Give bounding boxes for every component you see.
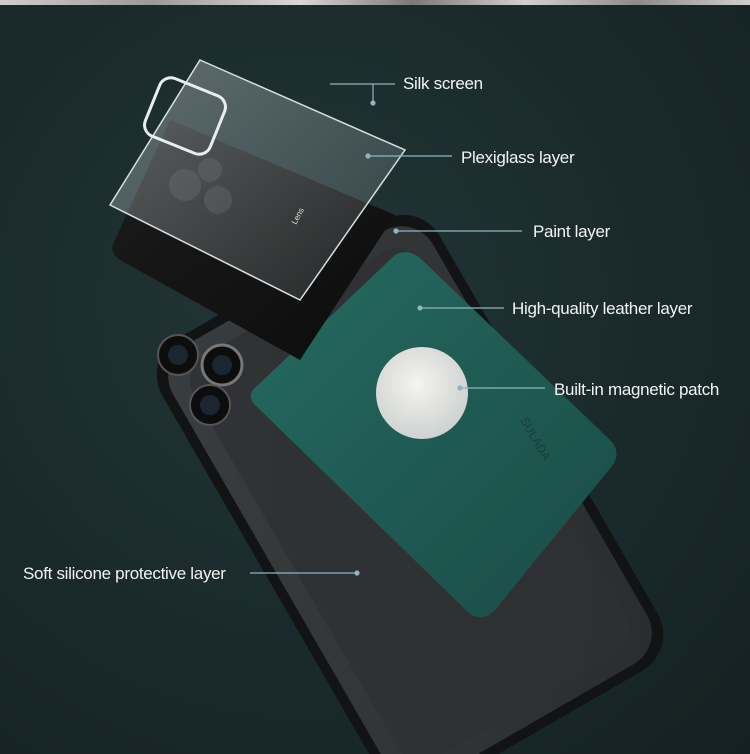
label-silk-screen: Silk screen	[403, 74, 483, 93]
label-plexiglass-layer: Plexiglass layer	[461, 148, 575, 167]
phone-cameras	[157, 334, 244, 426]
silk-screen	[143, 76, 227, 156]
label-magnetic-patch: Built-in magnetic patch	[554, 380, 720, 399]
plexiglass-layer: Lens	[108, 59, 407, 301]
top-image-strip	[0, 0, 750, 5]
label-leather-layer: High-quality leather layer	[512, 299, 693, 318]
label-paint-layer: Paint layer	[533, 222, 611, 241]
label-silicone-layer: Soft silicone protective layer	[23, 564, 226, 583]
magnetic-patch	[376, 347, 468, 439]
callout-lines	[250, 83, 545, 576]
